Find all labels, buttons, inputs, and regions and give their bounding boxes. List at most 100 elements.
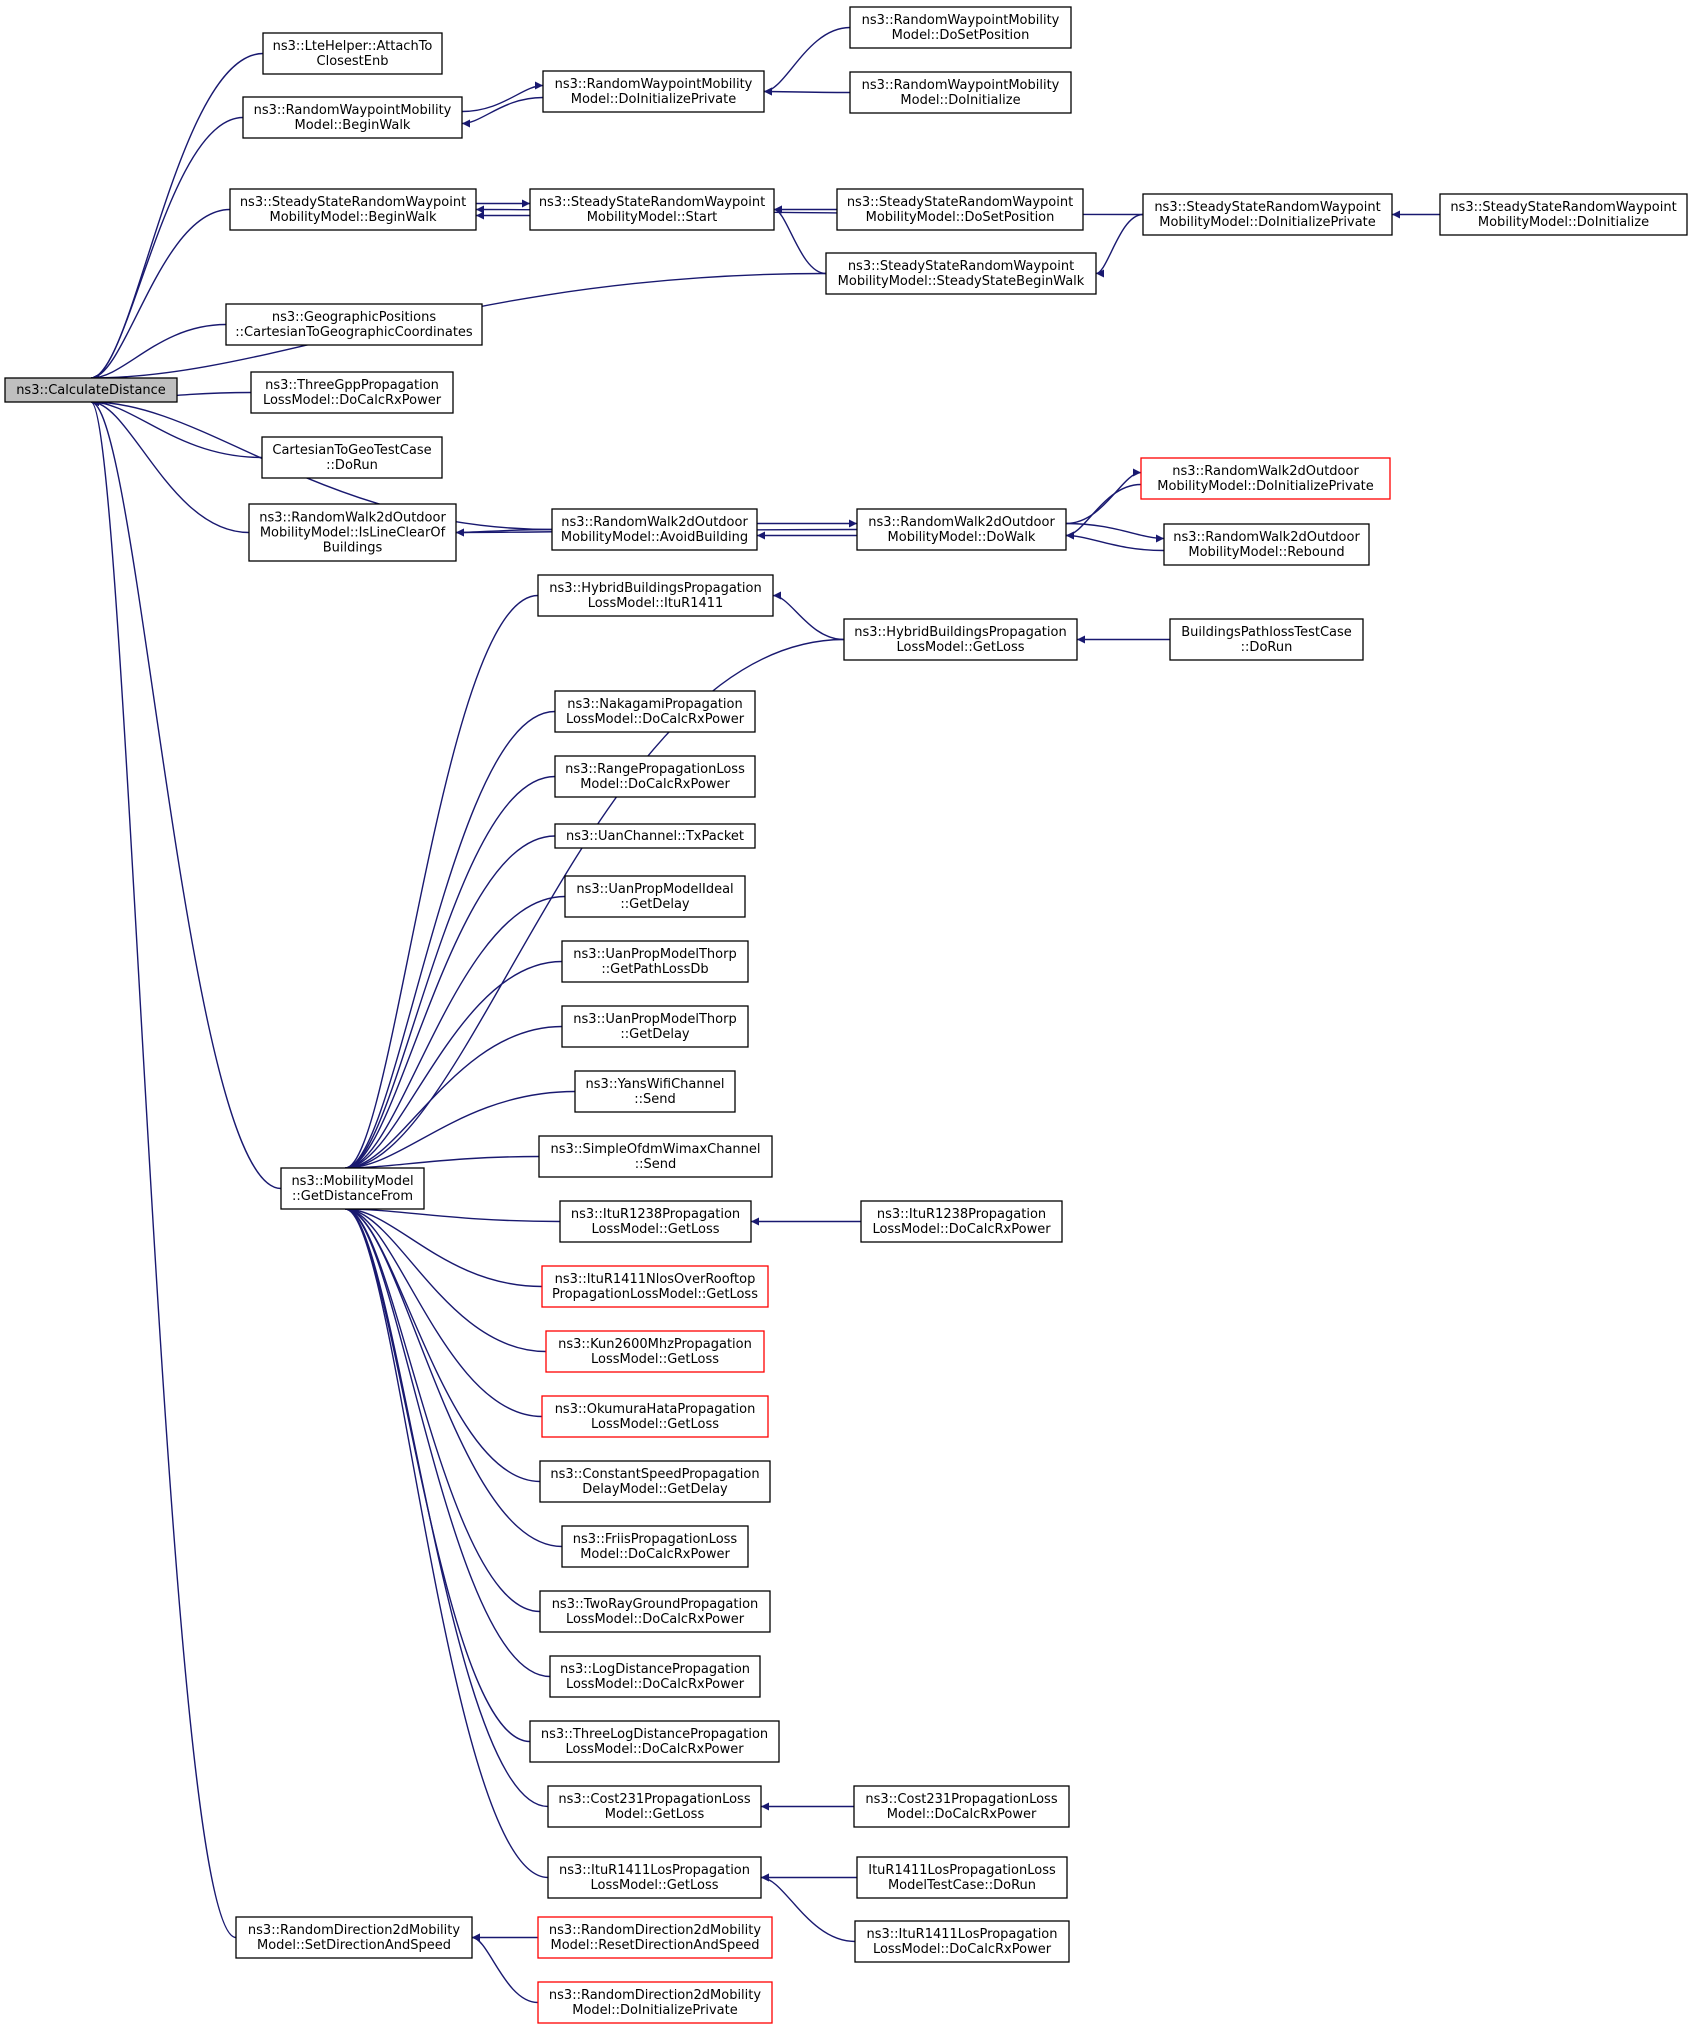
node-label-line: BuildingsPathlossTestCase xyxy=(1181,625,1352,640)
call-edge-n26-to-n31 xyxy=(345,895,566,1172)
node-box xyxy=(248,503,457,562)
graph-node-n28[interactable]: ns3::UanPropModelThorp::GetDelay xyxy=(561,1005,749,1048)
call-edge-n5-to-n3 xyxy=(763,87,851,96)
call-edge-n3-to-n2 xyxy=(461,96,544,128)
graph-node-n10[interactable]: ns3::SteadyStateRandomWaypointMobilityMo… xyxy=(1439,193,1688,236)
node-label-line: LossModel::DoCalcRxPower xyxy=(566,1677,745,1692)
graph-node-n35[interactable]: ns3::Kun2600MhzPropagationLossModel::Get… xyxy=(545,1330,765,1373)
node-box xyxy=(537,574,774,617)
graph-node-n13[interactable]: ns3::ThreeGppPropagationLossModel::DoCal… xyxy=(250,371,454,414)
graph-node-n40[interactable]: ns3::LogDistancePropagationLossModel::Do… xyxy=(549,1655,761,1698)
graph-node-n38[interactable]: ns3::FriisPropagationLossModel::DoCalcRx… xyxy=(561,1525,749,1568)
graph-node-n6[interactable]: ns3::SteadyStateRandomWaypointMobilityMo… xyxy=(229,188,477,231)
graph-node-n42[interactable]: ns3::Cost231PropagationLossModel::GetLos… xyxy=(547,1785,762,1828)
graph-node-n20[interactable]: ns3::HybridBuildingsPropagationLossModel… xyxy=(537,574,774,617)
node-label-line: ns3::RandomWaypointMobility xyxy=(555,77,753,92)
graph-node-n25[interactable]: ns3::UanChannel::TxPacket xyxy=(554,823,756,849)
graph-node-n32[interactable]: ns3::ItuR1238PropagationLossModel::GetLo… xyxy=(559,1200,752,1243)
graph-node-n5[interactable]: ns3::RandomWaypointMobilityModel::DoInit… xyxy=(849,71,1072,114)
node-label-line: LossModel::DoCalcRxPower xyxy=(263,393,442,408)
node-box xyxy=(554,823,756,849)
graph-node-n29[interactable]: ns3::YansWifiChannel::Send xyxy=(574,1070,736,1113)
graph-node-n46[interactable]: ns3::ItuR1411LosPropagationLossModel::Do… xyxy=(854,1920,1070,1963)
node-box xyxy=(250,371,454,414)
call-edge-n11-to-n7 xyxy=(773,205,827,275)
node-label-line: ns3::NakagamiPropagation xyxy=(567,697,742,712)
graph-node-n2[interactable]: ns3::RandomWaypointMobilityModel::BeginW… xyxy=(242,96,463,139)
node-label-line: ns3::SimpleOfdmWimaxChannel xyxy=(550,1142,760,1157)
graph-node-n19[interactable]: ns3::RandomWalk2dOutdoorMobilityModel::R… xyxy=(1163,523,1370,566)
graph-node-n23[interactable]: ns3::NakagamiPropagationLossModel::DoCal… xyxy=(554,690,756,733)
call-edge-n23-to-n31 xyxy=(345,710,556,1172)
call-edge-n4-to-n3 xyxy=(763,26,851,96)
node-label-line: ns3::ItuR1411LosPropagation xyxy=(866,1927,1057,1942)
graph-node-n17[interactable]: ns3::RandomWalk2dOutdoorMobilityModel::D… xyxy=(856,508,1067,551)
call-edge-n21-to-n31 xyxy=(345,638,845,1172)
graph-node-n27[interactable]: ns3::UanPropModelThorp::GetPathLossDb xyxy=(561,940,749,983)
node-label-line: Model::DoCalcRxPower xyxy=(887,1807,1037,1822)
node-label-line: LossModel::GetLoss xyxy=(591,1417,719,1432)
graph-node-n22[interactable]: BuildingsPathlossTestCase::DoRun xyxy=(1169,618,1364,661)
graph-node-n3[interactable]: ns3::RandomWaypointMobilityModel::DoInit… xyxy=(542,70,765,113)
graph-node-n33[interactable]: ns3::ItuR1238PropagationLossModel::DoCal… xyxy=(860,1200,1063,1243)
graph-node-n15[interactable]: ns3::RandomWalk2dOutdoorMobilityModel::I… xyxy=(248,503,457,562)
graph-node-n12[interactable]: ns3::GeographicPositions::CartesianToGeo… xyxy=(225,303,483,346)
node-label-line: ns3::OkumuraHataPropagation xyxy=(555,1402,756,1417)
graph-node-n11[interactable]: ns3::SteadyStateRandomWaypointMobilityMo… xyxy=(825,252,1097,295)
node-label-line: Model::DoCalcRxPower xyxy=(580,1547,730,1562)
graph-node-n39[interactable]: ns3::TwoRayGroundPropagationLossModel::D… xyxy=(539,1590,771,1633)
graph-node-n26[interactable]: ns3::UanPropModelIdeal::GetDelay xyxy=(564,875,746,918)
graph-node-n14[interactable]: CartesianToGeoTestCase::DoRun xyxy=(261,436,443,479)
node-label-line: ns3::HybridBuildingsPropagation xyxy=(549,581,761,596)
node-label-line: ns3::ItuR1238Propagation xyxy=(877,1207,1046,1222)
graph-node-n34[interactable]: ns3::ItuR1411NlosOverRooftopPropagationL… xyxy=(541,1265,769,1308)
node-box xyxy=(849,71,1072,114)
node-box xyxy=(564,875,746,918)
graph-node-n0[interactable]: ns3::CalculateDistance xyxy=(4,377,178,403)
node-label-line: MobilityModel::IsLineClearOf xyxy=(260,526,446,541)
node-box xyxy=(539,1460,771,1503)
graph-node-n36[interactable]: ns3::OkumuraHataPropagationLossModel::Ge… xyxy=(541,1395,769,1438)
node-box xyxy=(538,1135,773,1178)
node-label-line: ns3::RandomWaypointMobility xyxy=(862,13,1060,28)
node-box xyxy=(547,1856,762,1899)
graph-node-n7[interactable]: ns3::SteadyStateRandomWaypointMobilityMo… xyxy=(529,188,775,231)
graph-node-n21[interactable]: ns3::HybridBuildingsPropagationLossModel… xyxy=(843,618,1078,661)
graph-node-n47[interactable]: ns3::RandomDirection2dMobilityModel::Set… xyxy=(235,1916,473,1959)
graph-node-n37[interactable]: ns3::ConstantSpeedPropagationDelayModel:… xyxy=(539,1460,771,1503)
node-label-line: Model::DoInitialize xyxy=(900,93,1020,108)
node-box xyxy=(856,1856,1068,1899)
node-box xyxy=(262,32,443,75)
node-label-line: MobilityModel::DoInitializePrivate xyxy=(1157,479,1374,494)
node-label-line: MobilityModel::DoInitialize xyxy=(1478,215,1649,230)
call-edge-n42-to-n31 xyxy=(345,1205,549,1808)
graph-node-n41[interactable]: ns3::ThreeLogDistancePropagationLossMode… xyxy=(529,1720,780,1763)
node-label-line: ns3::YansWifiChannel xyxy=(586,1077,725,1092)
graph-node-n18[interactable]: ns3::RandomWalk2dOutdoorMobilityModel::D… xyxy=(1140,457,1391,500)
node-label-line: ns3::LteHelper::AttachTo xyxy=(273,39,433,54)
call-edge-n46-to-n44 xyxy=(760,1873,856,1943)
graph-node-n43[interactable]: ns3::Cost231PropagationLossModel::DoCalc… xyxy=(853,1785,1070,1828)
graph-node-n24[interactable]: ns3::RangePropagationLossModel::DoCalcRx… xyxy=(554,755,756,798)
node-box xyxy=(574,1070,736,1113)
call-edge-n2-to-n0 xyxy=(90,116,244,382)
node-box xyxy=(4,377,178,403)
graph-node-n48[interactable]: ns3::RandomDirection2dMobilityModel::Res… xyxy=(537,1916,773,1959)
graph-node-n49[interactable]: ns3::RandomDirection2dMobilityModel::DoI… xyxy=(537,1981,773,2024)
graph-node-n9[interactable]: ns3::SteadyStateRandomWaypointMobilityMo… xyxy=(1142,193,1393,236)
graph-node-n45[interactable]: ItuR1411LosPropagationLossModelTestCase:… xyxy=(856,1856,1068,1899)
graph-node-n30[interactable]: ns3::SimpleOfdmWimaxChannel::Send xyxy=(538,1135,773,1178)
graph-node-n44[interactable]: ns3::ItuR1411LosPropagationLossModel::Ge… xyxy=(547,1856,762,1899)
node-label-line: ns3::SteadyStateRandomWaypoint xyxy=(240,195,466,210)
graph-node-n16[interactable]: ns3::RandomWalk2dOutdoorMobilityModel::A… xyxy=(551,508,758,551)
graph-node-n31[interactable]: ns3::MobilityModel::GetDistanceFrom xyxy=(280,1167,425,1210)
node-box xyxy=(1140,457,1391,500)
node-label-line: ns3::RangePropagationLoss xyxy=(565,762,745,777)
node-label-line: ns3::SteadyStateRandomWaypoint xyxy=(1450,200,1676,215)
node-label-line: ns3::RandomWalk2dOutdoor xyxy=(259,511,446,526)
graph-node-n8[interactable]: ns3::SteadyStateRandomWaypointMobilityMo… xyxy=(836,188,1084,231)
node-box xyxy=(856,508,1067,551)
graph-node-n4[interactable]: ns3::RandomWaypointMobilityModel::DoSetP… xyxy=(849,6,1072,49)
call-edge-n15-to-n0 xyxy=(90,398,250,534)
